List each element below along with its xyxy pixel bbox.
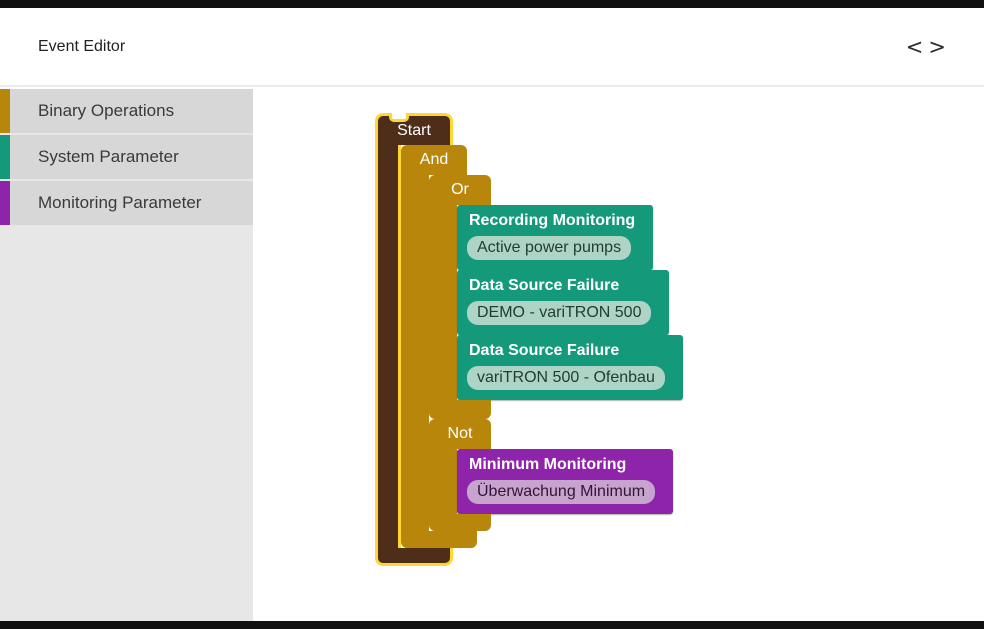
block-or[interactable]: Or Recording Monitoring Active power pum… xyxy=(429,175,683,425)
block-type-label: Data Source Failure xyxy=(469,277,620,294)
block-field-dropdown[interactable]: Active power pumps xyxy=(467,236,632,260)
block-or-footer xyxy=(429,400,491,425)
block-and-footer xyxy=(401,531,477,554)
window-bottom-edge xyxy=(0,621,984,629)
block-label: Or xyxy=(451,181,469,198)
block-or-header[interactable]: Or xyxy=(429,175,491,205)
block-not-footer xyxy=(429,514,491,531)
block-label: Start xyxy=(397,121,431,139)
blockly-canvas[interactable]: Start And xyxy=(253,89,984,621)
block-start[interactable]: Start And xyxy=(375,113,683,566)
block-and[interactable]: And Or xyxy=(401,145,683,554)
sidebar-item-binary-operations[interactable]: Binary Operations xyxy=(0,89,253,133)
chevron-left-icon: < xyxy=(905,34,924,59)
block-type-label: Recording Monitoring xyxy=(469,212,636,229)
block-not[interactable]: Not Minimum Monitoring Überwachung Minim… xyxy=(429,419,674,531)
code-view-toggle-icon[interactable]: < > xyxy=(906,35,946,59)
block-field-dropdown[interactable]: DEMO - variTRON 500 xyxy=(467,301,652,325)
sidebar-item-label: Monitoring Parameter xyxy=(38,193,202,212)
block-and-header[interactable]: And xyxy=(401,145,467,175)
sidebar-item-system-parameter[interactable]: System Parameter xyxy=(0,135,253,179)
system-parameter-color-swatch xyxy=(0,135,10,179)
block-not-header[interactable]: Not xyxy=(429,419,491,449)
block-start-spine xyxy=(375,145,401,548)
block-field-dropdown[interactable]: Überwachung Minimum xyxy=(467,480,656,504)
block-label: And xyxy=(419,151,449,168)
app-header: Event Editor < > xyxy=(0,8,984,87)
block-data-source-failure-2[interactable]: Data Source Failure variTRON 500 - Ofenb… xyxy=(457,335,683,400)
block-field-dropdown[interactable]: variTRON 500 - Ofenbau xyxy=(467,366,665,390)
block-label: Not xyxy=(447,425,473,442)
block-start-footer xyxy=(375,548,453,566)
block-and-spine xyxy=(401,175,429,531)
block-start-header[interactable]: Start xyxy=(375,113,453,145)
block-or-spine xyxy=(429,205,457,400)
block-data-source-failure-1[interactable]: Data Source Failure DEMO - variTRON 500 xyxy=(457,270,670,335)
block-stack: Start And xyxy=(375,113,683,566)
sidebar-item-label: Binary Operations xyxy=(38,101,175,120)
chevron-right-icon: > xyxy=(928,34,946,59)
sidebar-item-label: System Parameter xyxy=(38,147,179,166)
block-not-spine xyxy=(429,449,457,514)
block-palette-sidebar: Binary Operations System Parameter Monit… xyxy=(0,89,253,621)
sidebar-item-monitoring-parameter[interactable]: Monitoring Parameter xyxy=(0,181,253,225)
block-type-label: Minimum Monitoring xyxy=(469,456,627,473)
page-title: Event Editor xyxy=(38,37,126,55)
block-type-label: Data Source Failure xyxy=(469,342,620,359)
window-top-edge xyxy=(0,0,984,8)
block-recording-monitoring[interactable]: Recording Monitoring Active power pumps xyxy=(457,205,654,270)
monitoring-parameter-color-swatch xyxy=(0,181,10,225)
block-minimum-monitoring[interactable]: Minimum Monitoring Überwachung Minimum xyxy=(457,449,674,514)
binary-operations-color-swatch xyxy=(0,89,10,133)
top-notch xyxy=(389,113,409,122)
